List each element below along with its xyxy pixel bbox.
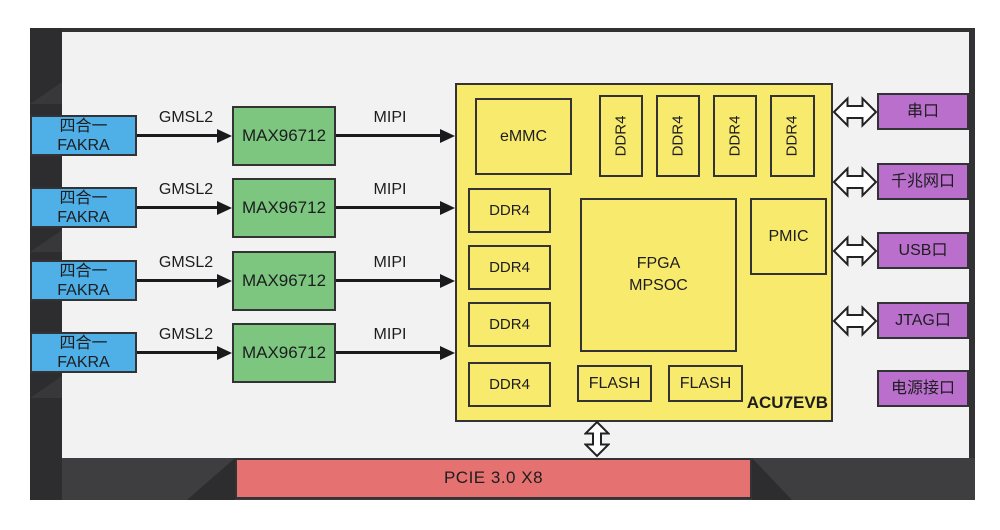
mipi-label: MIPI <box>373 109 407 126</box>
mipi-arrowhead-icon <box>440 129 455 143</box>
board-name-label: ACU7EVB <box>746 393 828 412</box>
mipi-arrow-line <box>336 134 440 137</box>
mipi-arrow-line <box>336 351 440 354</box>
gmsl2-label: GMSL2 <box>158 254 214 271</box>
bidirectional-arrow-icon <box>832 305 878 337</box>
gmsl2-label: GMSL2 <box>158 109 214 126</box>
gmsl2-arrowhead-icon <box>217 274 232 288</box>
gmsl2-arrowhead-icon <box>217 201 232 215</box>
mipi-label: MIPI <box>373 254 407 271</box>
pcie-bus-bar: PCIE 3.0 X8 <box>235 458 752 499</box>
bidirectional-arrow-vertical-icon <box>584 420 610 458</box>
power-port-box: 电源接口 <box>877 370 969 407</box>
ddr4-box: DDR4 <box>468 188 551 233</box>
deserializer-box: MAX96712 <box>232 106 336 166</box>
frame-top-border <box>30 28 975 32</box>
gmsl2-arrowhead-icon <box>217 129 232 143</box>
deserializer-box: MAX96712 <box>232 178 336 238</box>
bidirectional-arrow-icon <box>832 166 878 198</box>
mipi-label: MIPI <box>373 326 407 343</box>
bidirectional-arrow-icon <box>832 96 878 128</box>
deserializer-box: MAX96712 <box>232 323 336 383</box>
ddr4-box: DDR4 <box>599 95 643 177</box>
gmsl2-arrow-line <box>137 134 217 137</box>
ddr4-box: DDR4 <box>468 302 551 347</box>
mipi-arrow-line <box>336 279 440 282</box>
ddr4-box: DDR4 <box>468 245 551 290</box>
mipi-arrowhead-icon <box>440 346 455 360</box>
emmc-box: eMMC <box>475 98 572 175</box>
ddr4-box: DDR4 <box>656 95 700 177</box>
pmic-box: PMIC <box>750 198 827 275</box>
frame-right-border <box>969 28 975 500</box>
gmsl2-label: GMSL2 <box>158 326 214 343</box>
gmsl2-arrow-line <box>137 279 217 282</box>
jtag-port-box: JTAG口 <box>877 302 969 339</box>
mipi-arrow-line <box>336 206 440 209</box>
bidirectional-arrow-icon <box>832 235 878 267</box>
deserializer-box: MAX96712 <box>232 251 336 311</box>
ethernet-port-box: 千兆网口 <box>877 163 969 200</box>
mipi-label: MIPI <box>373 181 407 198</box>
usb-port-box: USB口 <box>877 232 969 269</box>
mipi-arrowhead-icon <box>440 274 455 288</box>
serial-port-box: 串口 <box>877 93 969 130</box>
gmsl2-arrowhead-icon <box>217 346 232 360</box>
mipi-arrowhead-icon <box>440 201 455 215</box>
ddr4-box: DDR4 <box>770 95 815 177</box>
flash-box: FLASH <box>668 365 743 402</box>
gmsl2-arrow-line <box>137 206 217 209</box>
ddr4-box: DDR4 <box>468 362 551 407</box>
flash-box: FLASH <box>577 365 652 402</box>
gmsl2-label: GMSL2 <box>158 181 214 198</box>
ddr4-box: DDR4 <box>713 95 757 177</box>
gmsl2-arrow-line <box>137 351 217 354</box>
